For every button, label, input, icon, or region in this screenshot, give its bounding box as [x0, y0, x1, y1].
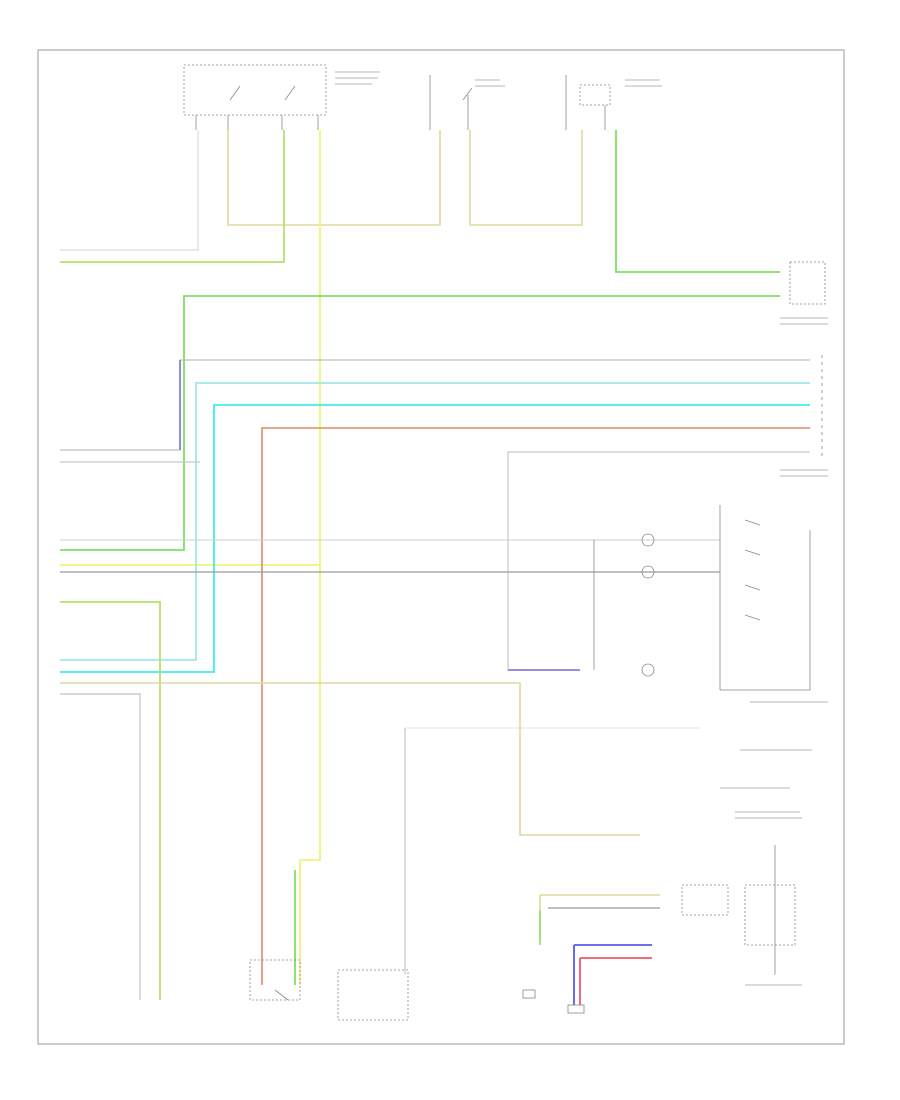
- brake-light-switch: [183, 64, 327, 130]
- wire-tan-top: [227, 130, 441, 226]
- wire-blue-br: [573, 944, 652, 1005]
- diagram-border: [37, 49, 845, 1045]
- wire-gray-693: [60, 693, 141, 1000]
- wire-red-br: [579, 957, 652, 1005]
- wire-yellow: [60, 130, 321, 985]
- transmission-range-switch: [337, 969, 409, 1021]
- wire-yellow-green-600: [60, 601, 161, 1000]
- clutch-interlock-switch: [565, 75, 611, 130]
- wire-red-brown: [261, 427, 810, 985]
- cruise-module: [681, 845, 796, 975]
- wire-gray-452: [507, 451, 810, 671]
- clutch-switch: [429, 75, 473, 130]
- wire-green-long: [60, 295, 780, 551]
- wire-light-blue: [60, 382, 810, 661]
- cruise-control-switch: [593, 505, 811, 691]
- label-marks: [335, 71, 828, 986]
- wire-tan-br: [539, 894, 660, 940]
- neutral-switch: [249, 959, 301, 1001]
- wire-yellow-green: [60, 130, 285, 263]
- ground-symbols: [522, 989, 585, 1014]
- wire-gray-left: [60, 130, 199, 251]
- wire-cyan: [60, 404, 810, 673]
- wire-tan-683: [60, 682, 640, 836]
- wire-tan-top-2: [469, 130, 583, 226]
- connector-right-top: [789, 261, 826, 305]
- wire-green-right: [615, 130, 780, 273]
